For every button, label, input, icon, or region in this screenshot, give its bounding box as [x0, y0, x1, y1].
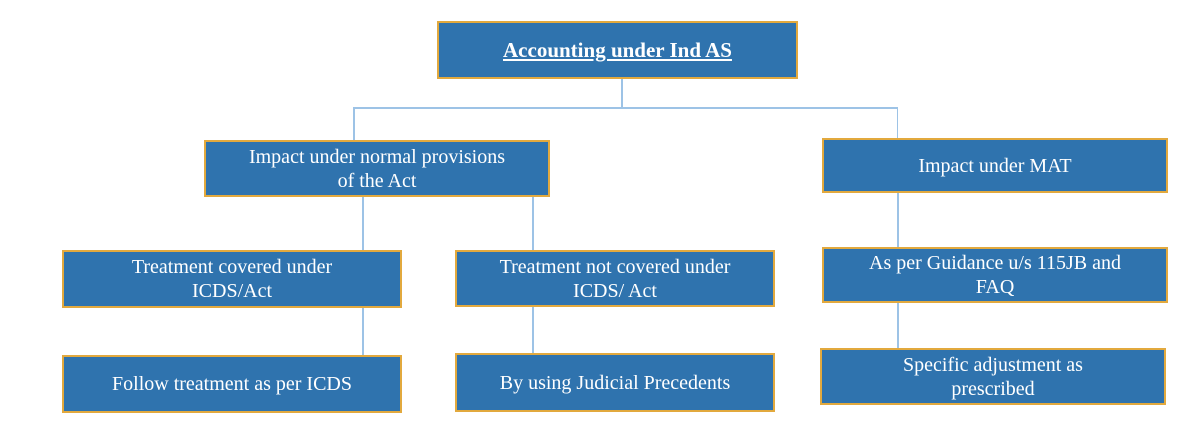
node-guidance-115jb-faq: As per Guidance u/s 115JB and FAQ [822, 247, 1168, 303]
connector-normal-to-covered [362, 197, 364, 250]
node-label: Specific adjustment as prescribed [903, 353, 1083, 400]
node-label: Follow treatment as per ICDS [112, 373, 352, 395]
connector-drop-to-normal [353, 107, 355, 140]
connector-notcovered-to-judicial [532, 307, 534, 353]
node-label: By using Judicial Precedents [499, 371, 731, 394]
node-follow-treatment-icds: Follow treatment as per ICDS [62, 355, 402, 413]
connector-horizontal-bar [353, 107, 898, 109]
connector-mat-to-guidance [897, 193, 899, 247]
node-impact-under-mat: Impact under MAT [822, 138, 1168, 193]
connector-normal-to-notcovered [532, 197, 534, 250]
node-label: Impact under normal provisions of the Ac… [248, 145, 506, 192]
node-accounting-under-ind-as: Accounting under Ind AS [437, 21, 798, 79]
connector-drop-to-mat [896, 107, 898, 138]
node-label: Treatment not covered under ICDS/ Act [499, 255, 731, 302]
connector-guidance-to-specific [897, 303, 899, 348]
connector-covered-to-follow [362, 308, 364, 355]
node-impact-normal-provisions: Impact under normal provisions of the Ac… [204, 140, 550, 197]
node-treatment-not-covered: Treatment not covered under ICDS/ Act [455, 250, 775, 307]
node-label: Accounting under Ind AS [503, 38, 732, 62]
node-label: Impact under MAT [918, 154, 1072, 177]
connector-root-stem [621, 79, 623, 108]
node-label: As per Guidance u/s 115JB and FAQ [869, 252, 1121, 298]
node-specific-adjustment: Specific adjustment as prescribed [820, 348, 1166, 405]
node-label: Treatment covered under ICDS/Act [131, 256, 333, 302]
node-treatment-covered: Treatment covered under ICDS/Act [62, 250, 402, 308]
node-judicial-precedents: By using Judicial Precedents [455, 353, 775, 412]
